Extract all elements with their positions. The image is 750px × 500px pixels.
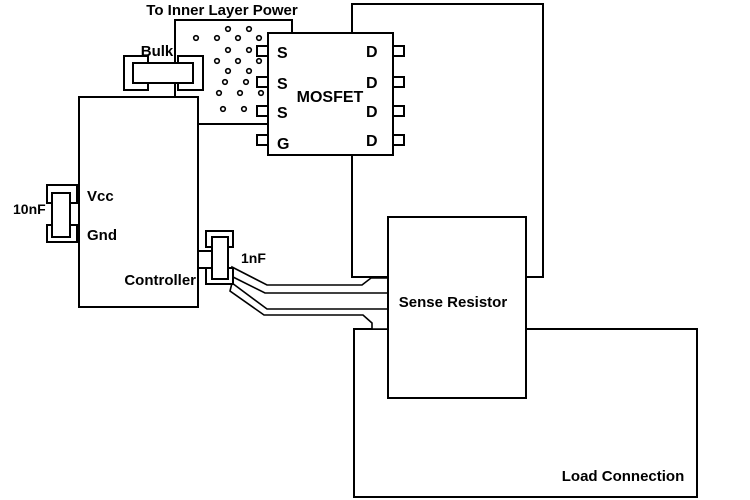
bulk-cap-body bbox=[132, 62, 194, 84]
mosfet-pin-label-d1: D bbox=[366, 44, 378, 61]
via-dot bbox=[255, 57, 263, 65]
controller-block bbox=[78, 96, 199, 308]
mosfet-pin-s3 bbox=[256, 105, 269, 117]
via-dot bbox=[234, 57, 242, 65]
gnd-label: Gnd bbox=[87, 227, 117, 244]
mosfet-pin-g bbox=[256, 134, 269, 146]
1nf-cap-label: 1nF bbox=[241, 250, 266, 266]
bulk-cap-label: Bulk bbox=[141, 43, 174, 60]
decoupling-capacitor-10nf bbox=[46, 184, 78, 243]
via-dot bbox=[192, 34, 200, 42]
mosfet-pin-d3 bbox=[392, 105, 405, 117]
controller-label: Controller bbox=[124, 272, 196, 289]
mosfet-body bbox=[267, 32, 394, 156]
via-dot bbox=[245, 67, 253, 75]
mosfet-pin-d1 bbox=[392, 45, 405, 57]
mosfet-pin-s2 bbox=[256, 76, 269, 88]
sense-resistor-label: Sense Resistor bbox=[399, 294, 508, 311]
via-dot bbox=[234, 34, 242, 42]
mosfet-pin-d4 bbox=[392, 134, 405, 146]
vcc-label: Vcc bbox=[87, 188, 114, 205]
via-dot bbox=[224, 25, 232, 33]
via-dot bbox=[224, 67, 232, 75]
load-connection-label: Load Connection bbox=[562, 468, 685, 485]
inner-layer-power-title: To Inner Layer Power bbox=[146, 2, 298, 19]
mosfet-pin-label-d3: D bbox=[366, 104, 378, 121]
10nf-cap-label: 10nF bbox=[13, 201, 46, 217]
via-dot bbox=[215, 89, 223, 97]
10nf-cap-body bbox=[51, 192, 71, 238]
filter-capacitor-1nf bbox=[197, 230, 234, 285]
via-dot bbox=[213, 34, 221, 42]
1nf-cap-body bbox=[211, 236, 229, 280]
via-dot bbox=[213, 57, 221, 65]
mosfet-pin-label-d2: D bbox=[366, 75, 378, 92]
mosfet-pin-s1 bbox=[256, 45, 269, 57]
via-dot bbox=[245, 25, 253, 33]
mosfet-pin-label-s3: S bbox=[277, 105, 288, 122]
via-dot bbox=[240, 105, 248, 113]
via-dots bbox=[192, 25, 265, 113]
via-dot bbox=[257, 89, 265, 97]
mosfet-block: S S S G D D D D MOSFET bbox=[256, 32, 405, 156]
via-dot bbox=[219, 105, 227, 113]
mosfet-pin-label-d4: D bbox=[366, 133, 378, 150]
mosfet-pin-label-s1: S bbox=[277, 45, 288, 62]
1nf-cap-pad bbox=[197, 250, 213, 269]
via-dot bbox=[236, 89, 244, 97]
via-dot bbox=[224, 46, 232, 54]
via-dot bbox=[255, 34, 263, 42]
sense-trace-lower bbox=[229, 281, 389, 330]
bulk-capacitor bbox=[123, 55, 204, 91]
mosfet-pin-label-s2: S bbox=[277, 76, 288, 93]
mosfet-pin-label-g: G bbox=[277, 136, 289, 153]
mosfet-pin-d2 bbox=[392, 76, 405, 88]
via-dot bbox=[245, 46, 253, 54]
via-dot bbox=[242, 78, 250, 86]
via-dot bbox=[221, 78, 229, 86]
sense-resistor-block bbox=[387, 216, 527, 399]
mosfet-label: MOSFET bbox=[297, 89, 364, 106]
